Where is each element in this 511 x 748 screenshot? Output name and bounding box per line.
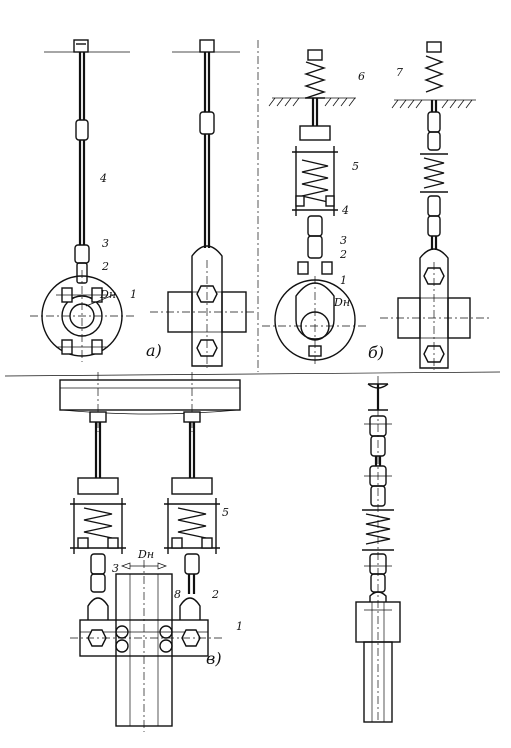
label-a-link: 3 xyxy=(102,237,109,250)
subfigure-label-v: в) xyxy=(206,649,222,668)
hanger-v-side-view xyxy=(355,376,401,723)
subfigure-label-b: б) xyxy=(368,343,384,362)
label-v-spring: 5 xyxy=(222,506,229,519)
hanger-v-double-view xyxy=(59,372,241,732)
label-b-dn: Dн xyxy=(333,296,350,309)
hanger-a-side-view xyxy=(150,39,255,368)
label-a-pipe: 1 xyxy=(130,288,137,301)
label-v-dn: Dн xyxy=(137,548,154,561)
label-v-link-left: 3 xyxy=(112,562,119,575)
subfigure-label-a: а) xyxy=(146,341,162,360)
label-b-spring: 5 xyxy=(352,160,359,173)
label-v-pipe: 1 xyxy=(236,620,243,633)
label-b-link: 3 xyxy=(340,234,347,247)
label-b-spring-top-2: 7 xyxy=(396,66,403,79)
hanger-b-side-view xyxy=(380,41,490,370)
label-b-rod: 4 xyxy=(341,204,349,217)
label-b-spring-top: 6 xyxy=(358,70,365,83)
label-b-pipe: 1 xyxy=(340,274,347,287)
hanger-a-ring-view xyxy=(30,39,134,362)
hanger-b-ring-view xyxy=(262,49,368,364)
label-v-clamp: 2 xyxy=(211,588,219,601)
label-b-clamp: 2 xyxy=(339,248,347,261)
label-a-dn: Dн xyxy=(99,288,116,301)
label-a-clamp: 2 xyxy=(101,260,109,273)
label-v-link-right: 8 xyxy=(174,588,181,601)
label-a-rod: 4 xyxy=(99,172,107,185)
divider-horizontal xyxy=(4,371,501,377)
